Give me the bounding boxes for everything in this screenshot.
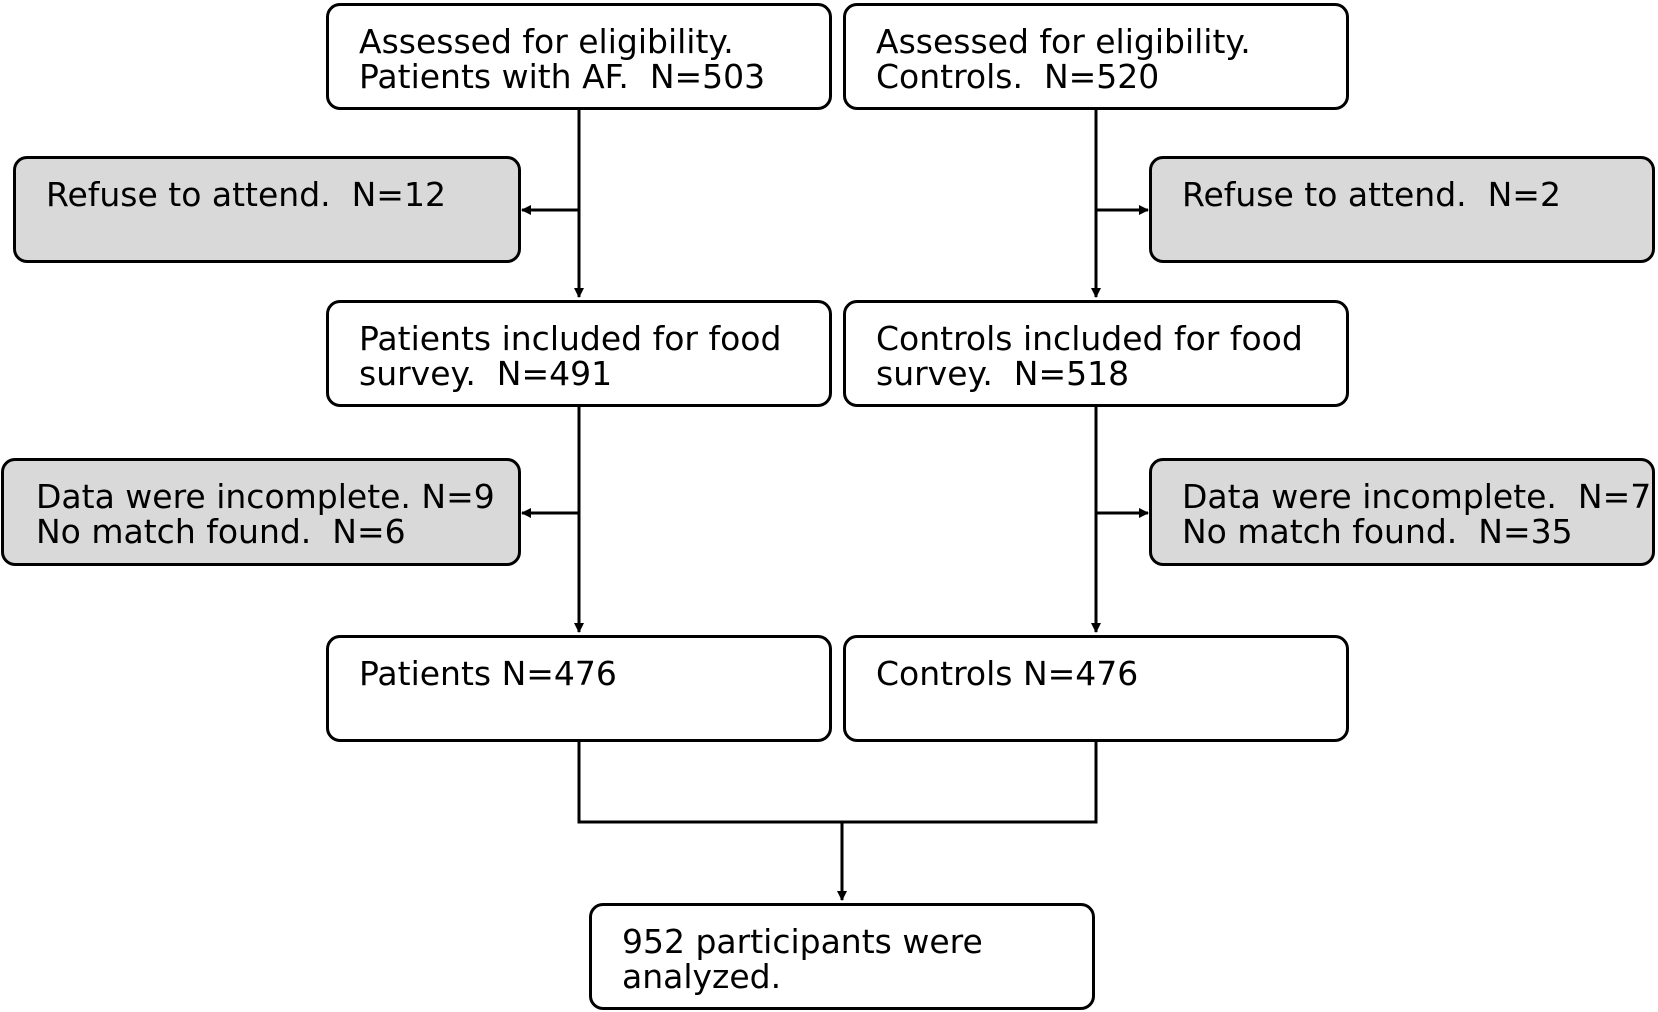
box-text-line: Patients included for food <box>359 319 782 358</box>
ctrl-assessed-box: Assessed for eligibility. Controls. N=52… <box>843 3 1349 110</box>
ctrl-included-box: Controls included for food survey. N=518 <box>843 300 1349 407</box>
box-text-line: survey. N=518 <box>876 354 1130 393</box>
box-text-line: Assessed for eligibility. <box>876 22 1251 61</box>
box-text-line: Refuse to attend. N=12 <box>46 175 446 214</box>
af-included-box: Patients included for food survey. N=491 <box>326 300 832 407</box>
box-text-line: Data were incomplete. N=9 <box>36 477 495 516</box>
box-text-line: Patients with AF. N=503 <box>359 57 766 96</box>
af-refuse-box: Refuse to attend. N=12 <box>13 156 521 263</box>
total-analyzed-box: 952 participants were analyzed. <box>589 903 1095 1010</box>
box-text-line: Controls. N=520 <box>876 57 1160 96</box>
af-final-box: Patients N=476 <box>326 635 832 742</box>
ctrl-excluded-box: Data were incomplete. N=7 No match found… <box>1149 458 1655 566</box>
af-assessed-box: Assessed for eligibility. Patients with … <box>326 3 832 110</box>
merge-connector <box>577 742 1098 824</box>
ctrl-refuse-box: Refuse to attend. N=2 <box>1149 156 1655 263</box>
box-text-line: No match found. N=6 <box>36 512 406 551</box>
af-excluded-box: Data were incomplete. N=9 No match found… <box>1 458 521 566</box>
box-text-line: Controls N=476 <box>876 654 1139 693</box>
box-text-line: analyzed. <box>622 957 782 996</box>
ctrl-final-box: Controls N=476 <box>843 635 1349 742</box>
box-text-line: 952 participants were <box>622 922 983 961</box>
box-text-line: Data were incomplete. N=7 <box>1182 477 1652 516</box>
box-text-line: survey. N=491 <box>359 354 613 393</box>
box-text-line: Controls included for food <box>876 319 1303 358</box>
box-text-line: Patients N=476 <box>359 654 617 693</box>
box-text-line: Assessed for eligibility. <box>359 22 734 61</box>
box-text-line: Refuse to attend. N=2 <box>1182 175 1561 214</box>
box-text-line: No match found. N=35 <box>1182 512 1573 551</box>
